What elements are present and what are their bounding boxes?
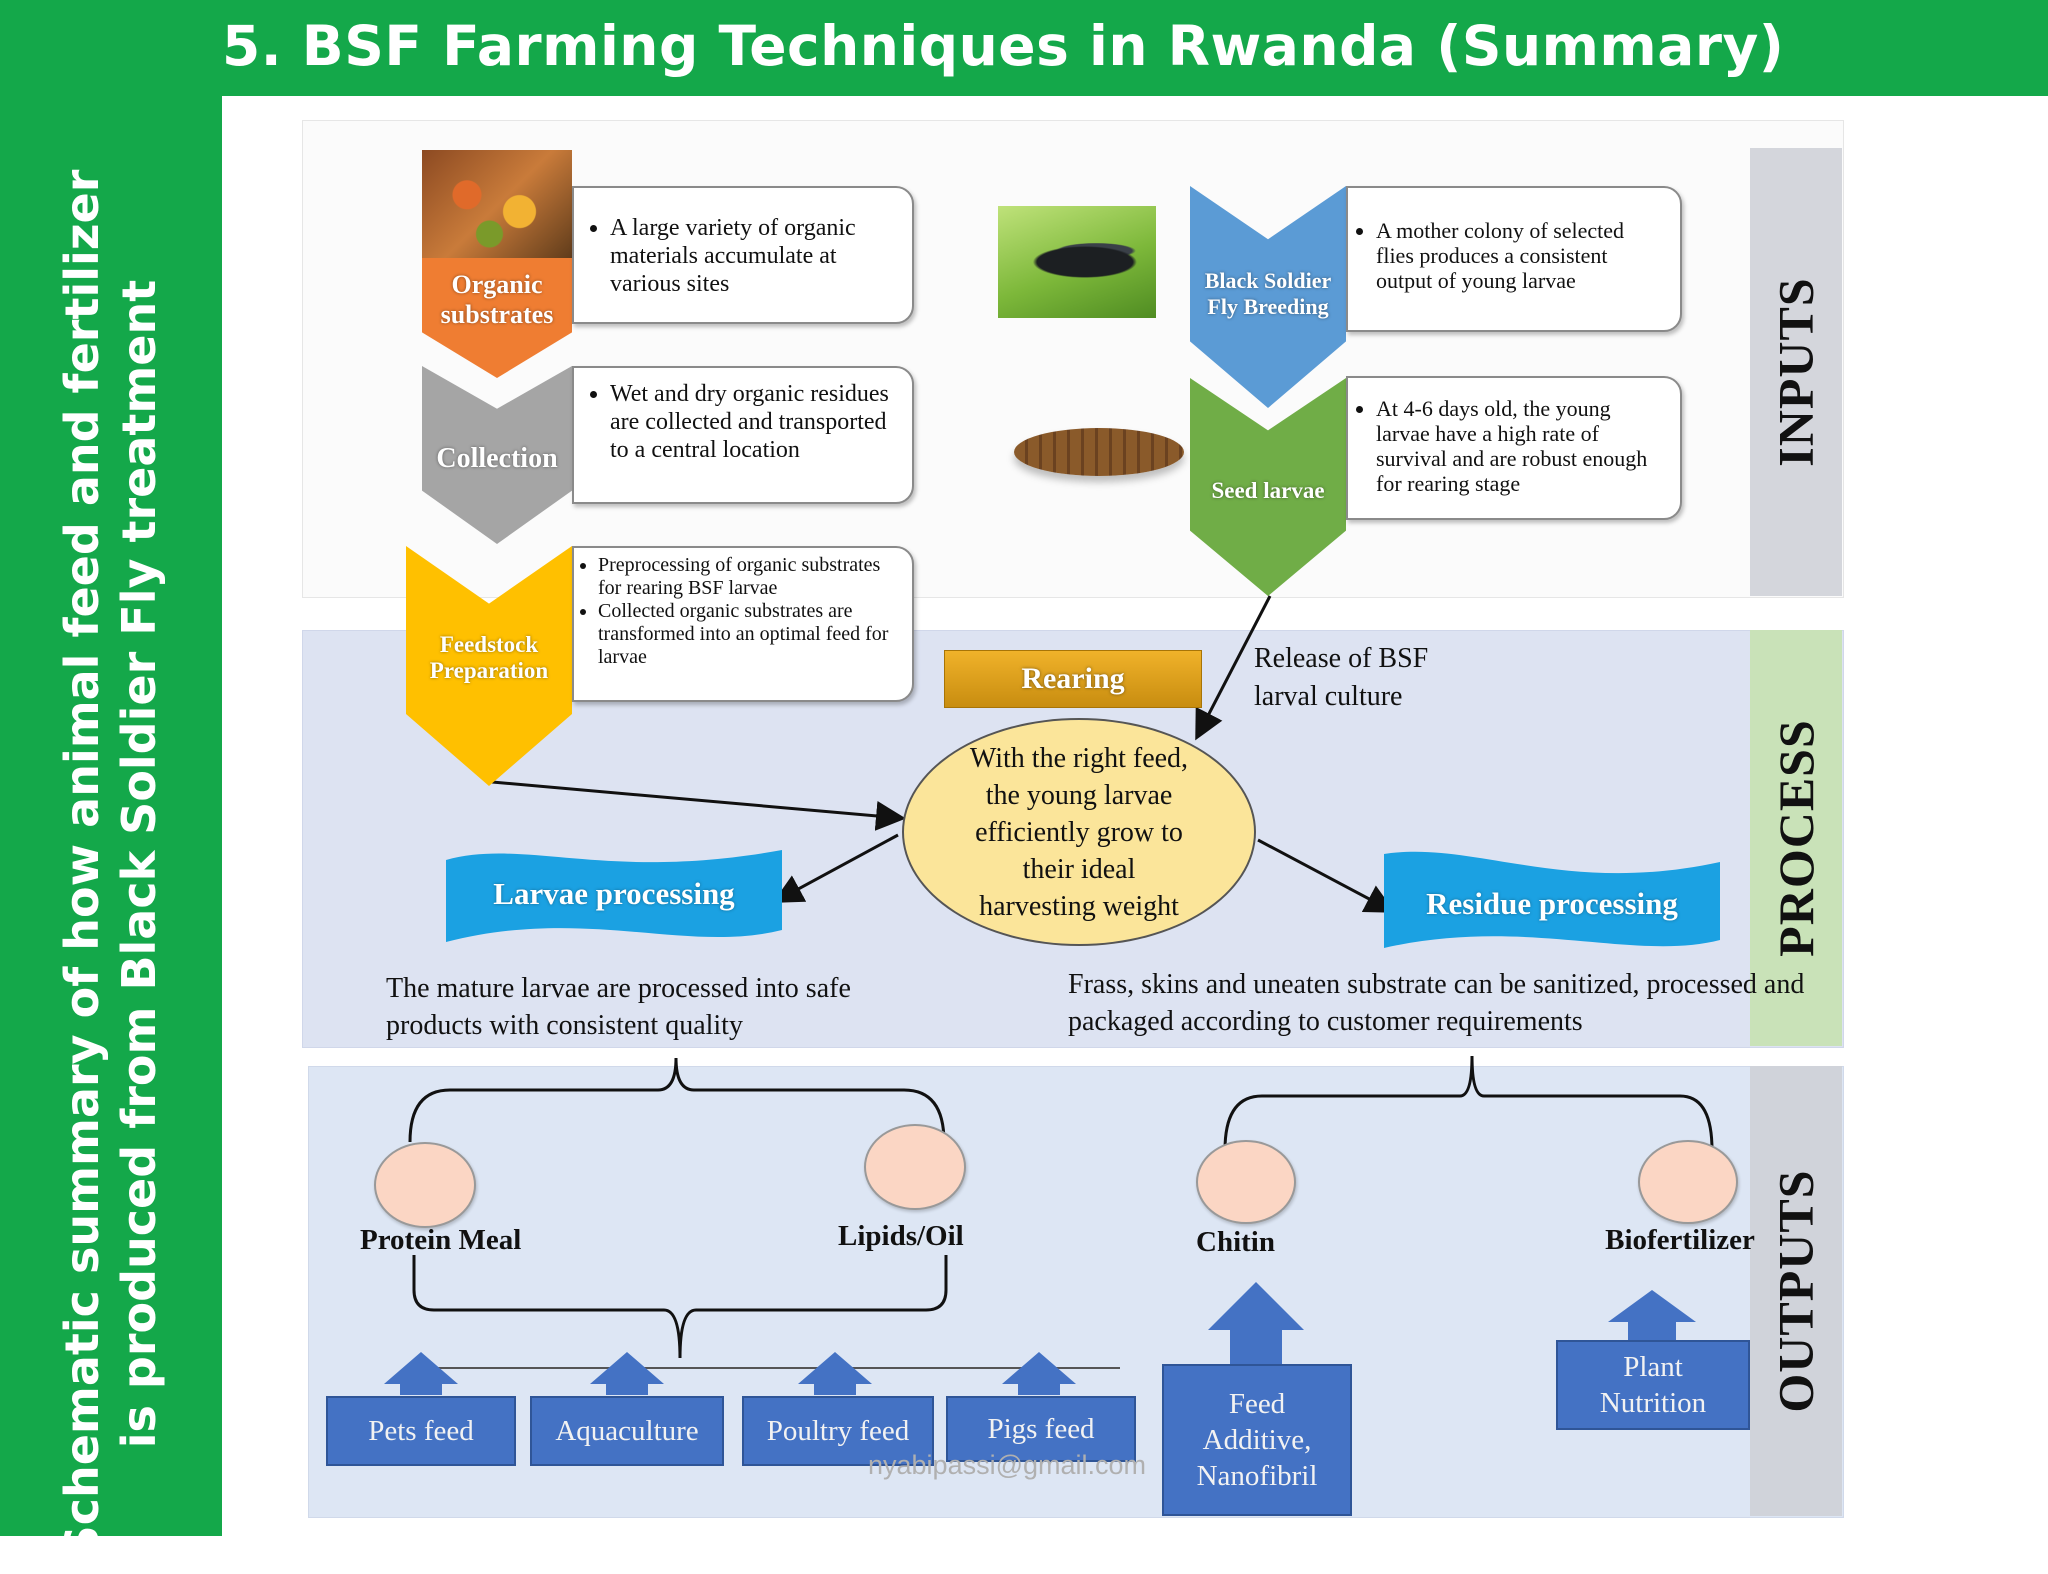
collection-box: Wet and dry organic residues are collect… [572, 366, 914, 504]
up-arrow-chitin [1208, 1282, 1304, 1364]
lipids-oil-label: Lipids/Oil [838, 1220, 964, 1252]
brace-feed-products [412, 1255, 948, 1359]
release-label: Release of BSF larval culture [1254, 643, 1429, 712]
black-soldier-fly-photo [998, 206, 1156, 318]
up-arrow-biofertilizer [1608, 1290, 1696, 1340]
protein-meal-label: Protein Meal [360, 1224, 522, 1256]
feed-additive-label: Feed Additive, Nanofibril [1196, 1388, 1318, 1492]
arrow-rearing-to-residue [1257, 838, 1396, 913]
aquaculture-box: Aquaculture [530, 1396, 724, 1466]
chitin-label: Chitin [1196, 1226, 1275, 1258]
outputs-side-panel: OUTPUTS [1750, 1066, 1842, 1516]
pets-feed-box: Pets feed [326, 1396, 516, 1466]
rearing-banner: Rearing [944, 650, 1202, 708]
arrow-seed-to-rearing [1195, 595, 1272, 741]
connector-lines [384, 595, 1714, 1395]
title-bar: 5. BSF Farming Techniques in Rwanda (Sum… [0, 0, 2048, 96]
inputs-side-panel: INPUTS [1750, 148, 1842, 596]
feedstock-box: Preprocessing of organic substrates for … [572, 546, 914, 702]
feed-additive-box: Feed Additive, Nanofibril [1162, 1364, 1352, 1516]
poultry-feed-box: Poultry feed [742, 1396, 934, 1466]
bsf-diagram: INPUTS PROCESS OUTPUTS Organic substrate… [0, 0, 2048, 1536]
residue-processing-label: Residue processing [1426, 886, 1678, 921]
bsf-breeding-box: A mother colony of selected flies produc… [1346, 186, 1682, 332]
lipids-oil-circle [864, 1124, 966, 1210]
up-arrow-pets [384, 1352, 458, 1395]
slide-title: 5. BSF Farming Techniques in Rwanda (Sum… [222, 14, 1785, 78]
up-arrow-aquaculture [590, 1352, 664, 1395]
larvae-processing-label: Larvae processing [493, 876, 735, 911]
rearing-desc: With the right feed, the young larvae ef… [969, 742, 1189, 922]
larvae-processing-desc: The mature larvae are processed into saf… [386, 973, 851, 1041]
plant-nutrition-label: Plant Nutrition [1599, 1351, 1707, 1419]
brace-larvae-products [408, 1057, 946, 1143]
protein-meal-circle [374, 1142, 476, 1228]
sidebar: Schematic summary of how animal feed and… [0, 96, 222, 1558]
residue-processing-banner [1384, 851, 1720, 948]
residue-processing-desc: Frass, skins and uneaten substrate can b… [1068, 969, 1805, 1037]
organic-substrates-box: A large variety of organic materials acc… [572, 186, 914, 324]
biofertilizer-label: Biofertilizer [1605, 1224, 1755, 1256]
seed-larvae-box: At 4-6 days old, the young larvae have a… [1346, 376, 1682, 520]
rearing-ellipse: With the right feed, the young larvae ef… [902, 718, 1256, 946]
up-arrow-pigs [1002, 1352, 1076, 1395]
pigs-feed-box: Pigs feed [946, 1396, 1136, 1462]
arrow-rearing-to-larvae [772, 833, 899, 903]
process-side-panel: PROCESS [1750, 630, 1842, 1046]
up-arrow-poultry [798, 1352, 872, 1395]
larvae-processing-banner [446, 850, 782, 942]
brace-residue-products [1223, 1055, 1714, 1151]
arrow-feedstock-to-rearing [491, 780, 906, 831]
chitin-circle [1196, 1140, 1296, 1224]
organic-waste-photo [422, 150, 572, 262]
seed-larva-photo [1014, 428, 1184, 476]
plant-nutrition-box: Plant Nutrition [1556, 1340, 1750, 1430]
watermark: nyabipassi@gmail.com [868, 1450, 1147, 1480]
biofertilizer-circle [1638, 1140, 1738, 1224]
